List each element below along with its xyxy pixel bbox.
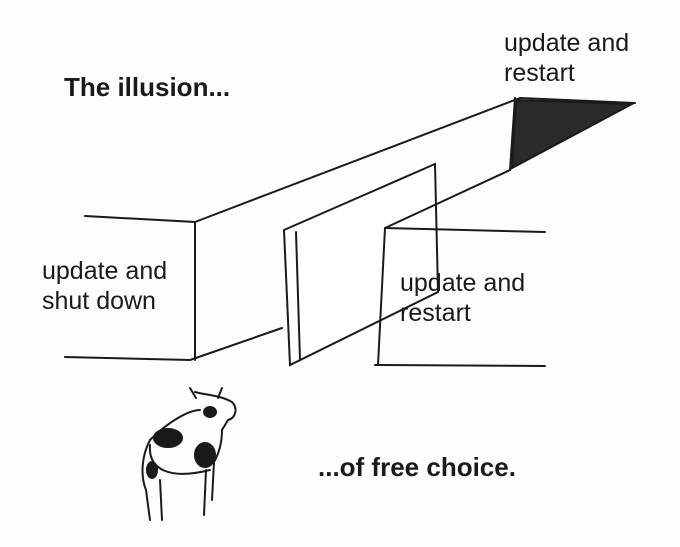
label-line: shut down (42, 287, 156, 315)
label-line: update and (42, 257, 168, 285)
label-line: update and (400, 269, 526, 297)
middle-panel (282, 162, 440, 367)
label-line: restart (400, 299, 471, 327)
left-wall (64, 97, 521, 361)
title-text: The illusion... (64, 72, 231, 102)
cow-illustration (141, 387, 237, 521)
label-line: restart (504, 59, 575, 87)
top-right-path-label: update and restart (504, 28, 629, 88)
right-path-label: update and restart (400, 268, 525, 328)
back-opening (509, 97, 636, 171)
left-path-label: update and shut down (42, 256, 167, 316)
label-line: update and (504, 29, 630, 57)
caption-text: ...of free choice. (318, 452, 516, 482)
right-wall (374, 169, 546, 367)
